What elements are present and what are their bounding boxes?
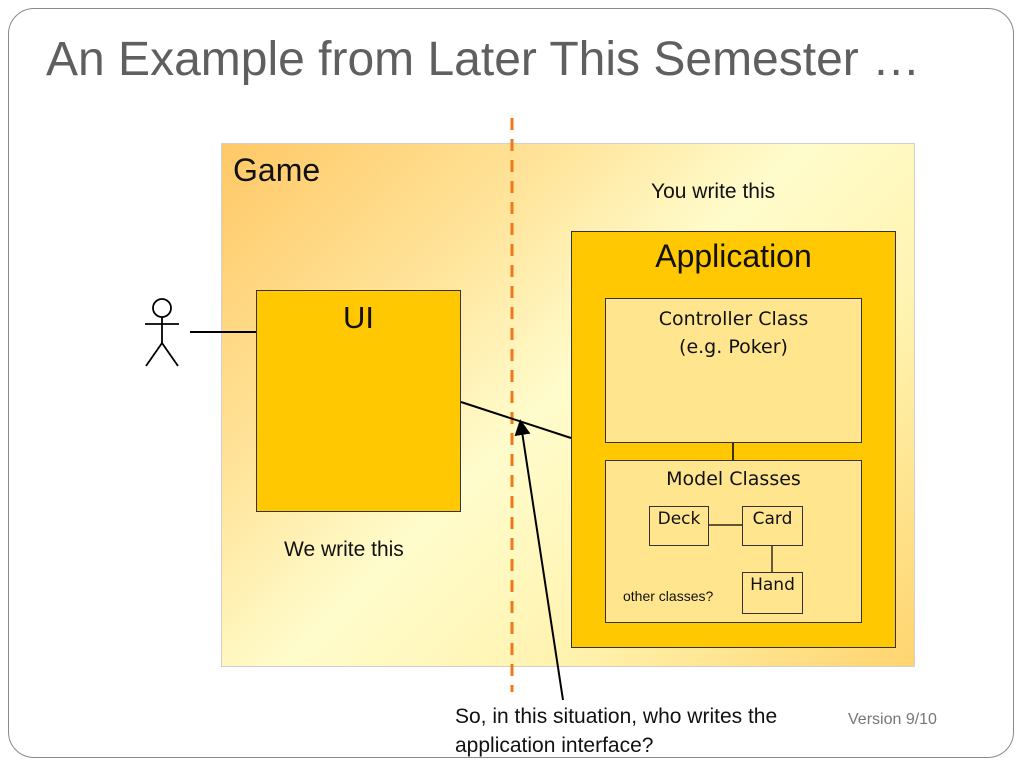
question-line-2: application interface? bbox=[455, 734, 654, 758]
we-write-this-label: We write this bbox=[284, 538, 404, 561]
controller-class-title: Controller Class bbox=[658, 308, 809, 330]
version-label: Version 9/10 bbox=[848, 711, 937, 728]
controller-class-box bbox=[605, 298, 862, 443]
you-write-this-label: You write this bbox=[651, 180, 776, 203]
question-text: So, in this situation, who writes the ap… bbox=[455, 702, 777, 761]
slide-title: An Example from Later This Semester … bbox=[46, 33, 921, 86]
card-class-box: Card bbox=[742, 506, 803, 546]
game-label: Game bbox=[233, 152, 321, 188]
model-classes-label: Model Classes bbox=[666, 468, 801, 490]
application-label: Application bbox=[655, 238, 812, 274]
ui-box bbox=[256, 290, 461, 512]
controller-class-example: (e.g. Poker) bbox=[679, 335, 788, 358]
question-line-1: So, in this situation, who writes the bbox=[455, 705, 778, 728]
hand-class-box: Hand bbox=[742, 572, 803, 614]
question-arrow bbox=[514, 419, 564, 701]
controller-class-label: Controller Class (e.g. Poker) bbox=[605, 306, 862, 361]
other-classes-label: other classes? bbox=[623, 588, 714, 604]
ui-label: UI bbox=[343, 300, 374, 335]
user-actor-icon bbox=[145, 298, 179, 367]
ui-application-connector bbox=[460, 401, 572, 439]
slide-frame bbox=[8, 8, 1014, 758]
deck-class-box: Deck bbox=[649, 506, 709, 546]
model-classes-box bbox=[605, 460, 862, 623]
